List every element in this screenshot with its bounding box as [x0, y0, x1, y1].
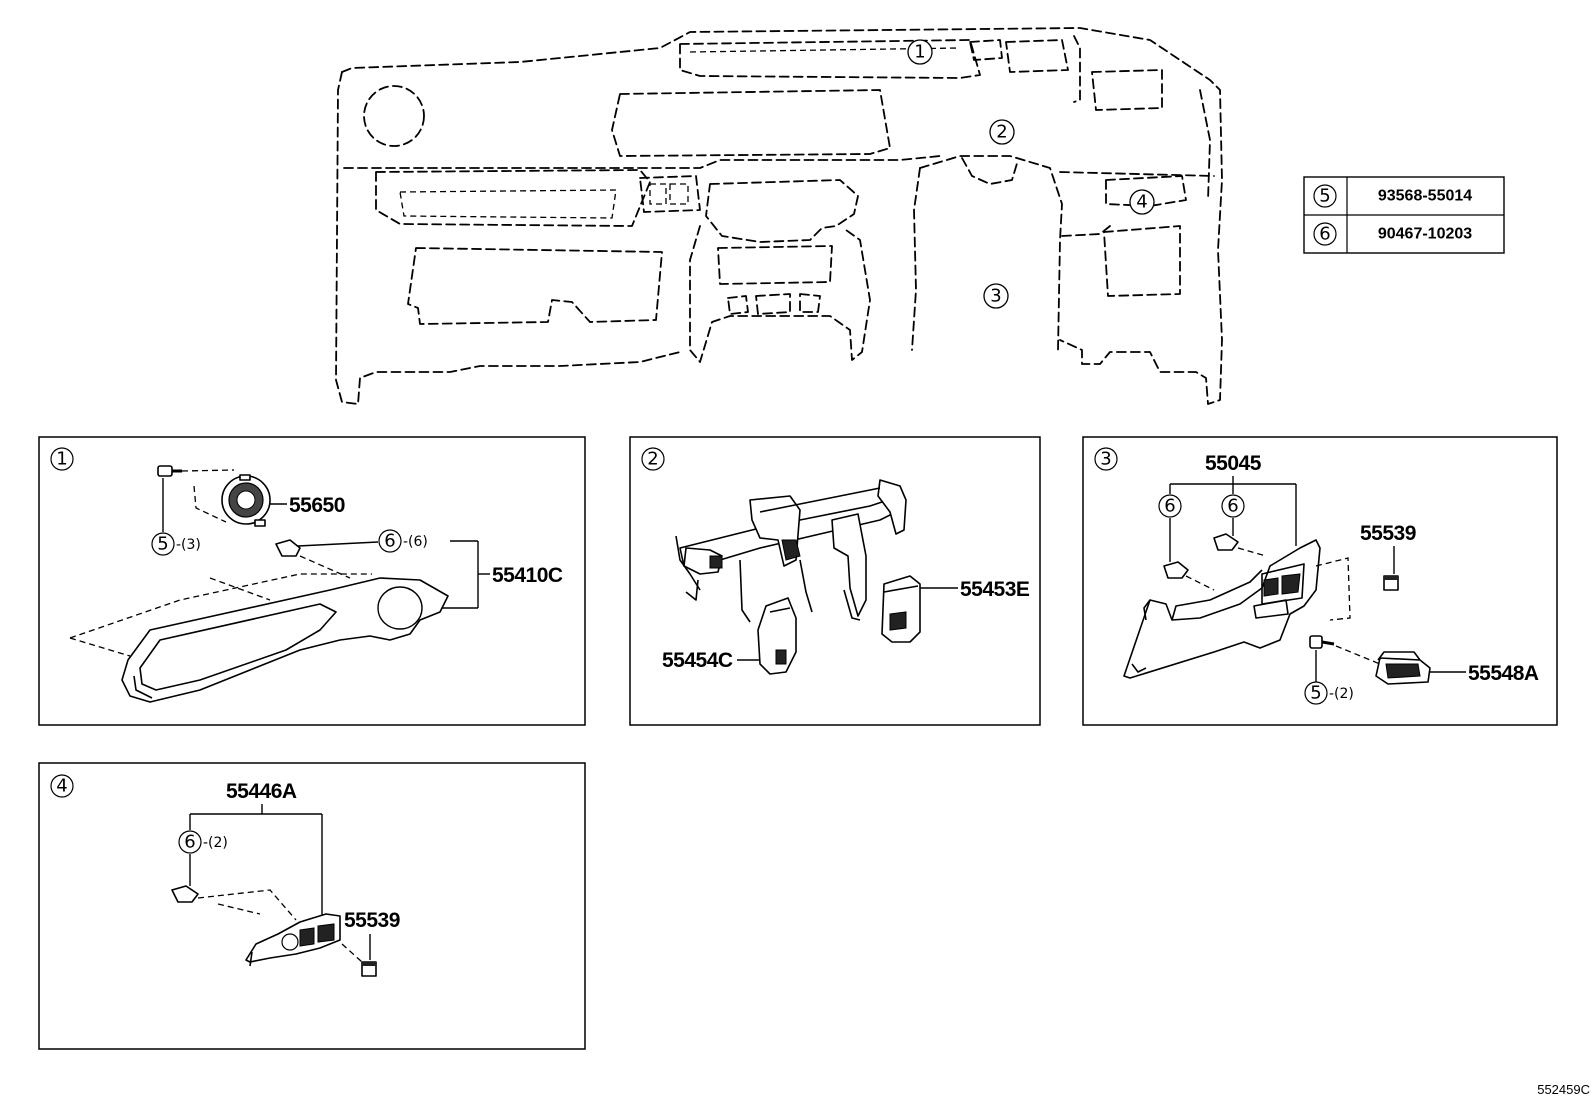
- instrument-panel-overview: [335, 27, 1223, 405]
- part-number-55650[interactable]: 55650: [289, 494, 345, 517]
- qty-5: -(3): [176, 537, 201, 553]
- part-number-55045[interactable]: 55045: [1205, 452, 1262, 475]
- panel-callout: 1: [56, 449, 67, 470]
- diagram-code: 552459C: [1537, 1082, 1590, 1097]
- switch-base-panel-icon[interactable]: [245, 913, 341, 967]
- steering-support-frame-icon[interactable]: [675, 479, 907, 623]
- power-socket-icon[interactable]: [1375, 651, 1431, 685]
- callout-number: 3: [990, 286, 1001, 307]
- fastener-ref: 6: [1319, 224, 1330, 245]
- callout-number: 2: [996, 122, 1007, 143]
- clip-icon[interactable]: [1163, 561, 1189, 579]
- qty-6: -(2): [203, 835, 228, 851]
- clip-icon[interactable]: [1213, 533, 1239, 551]
- lower-instrument-panel-icon[interactable]: [1123, 539, 1321, 679]
- meter-hood-panel-icon[interactable]: [121, 577, 449, 703]
- detail-panel-4: 4 55446A 6 -(2) 55539: [38, 762, 586, 1050]
- overview-callout-1[interactable]: 1: [907, 39, 933, 65]
- fastener-table: 5 93568-55014 6 90467-10203: [1303, 176, 1505, 254]
- part-number-55446A[interactable]: 55446A: [226, 780, 297, 803]
- detail-panel-2: 2 55454C: [629, 436, 1041, 726]
- switch-icon[interactable]: [361, 961, 377, 977]
- overview-callout-3[interactable]: 3: [983, 283, 1009, 309]
- fastener-ref-6: 6: [1164, 496, 1175, 517]
- callout-number: 1: [914, 42, 925, 63]
- panel-callout: 3: [1100, 449, 1111, 470]
- fastener-part-number: 93568-55014: [1378, 188, 1472, 205]
- fastener-ref-6: 6: [1227, 496, 1238, 517]
- part-number-55539[interactable]: 55539: [344, 909, 400, 932]
- qty-6: -(6): [403, 534, 428, 550]
- part-number-55548A[interactable]: 55548A: [1468, 662, 1539, 685]
- screw-icon[interactable]: [1309, 635, 1335, 649]
- clip-icon[interactable]: [275, 539, 301, 557]
- screw-icon[interactable]: [157, 465, 182, 477]
- fastener-row-5[interactable]: 5 93568-55014: [1313, 184, 1472, 208]
- detail-panel-3: 3 55045 6 6 555: [1082, 436, 1558, 726]
- panel-callout: 2: [647, 449, 658, 470]
- clip-icon[interactable]: [171, 885, 199, 903]
- lower-cover-right-icon[interactable]: [881, 575, 921, 643]
- fastener-ref-6: 6: [184, 832, 195, 853]
- panel-callout: 4: [56, 776, 67, 797]
- fastener-part-number: 90467-10203: [1378, 226, 1472, 243]
- callout-number: 4: [1136, 192, 1147, 213]
- part-number-55453E[interactable]: 55453E: [960, 578, 1030, 601]
- part-number-55410C[interactable]: 55410C: [492, 564, 563, 587]
- qty-5: -(2): [1329, 686, 1354, 702]
- overview-callout-2[interactable]: 2: [989, 119, 1015, 145]
- fastener-row-6[interactable]: 6 90467-10203: [1313, 222, 1472, 246]
- detail-panel-1: 1 5 -(3) 55650 6 -(6): [38, 436, 586, 726]
- vent-register-icon[interactable]: [221, 474, 271, 527]
- fastener-ref-5: 5: [1310, 683, 1321, 704]
- fastener-ref-5: 5: [157, 534, 168, 555]
- fastener-ref-6: 6: [384, 531, 395, 552]
- lower-cover-left-icon[interactable]: [757, 597, 797, 675]
- switch-icon[interactable]: [1383, 575, 1399, 591]
- fastener-ref: 5: [1319, 186, 1330, 207]
- overview-callout-4[interactable]: 4: [1129, 189, 1155, 215]
- part-number-55454C[interactable]: 55454C: [662, 649, 733, 672]
- part-number-55539[interactable]: 55539: [1360, 522, 1416, 545]
